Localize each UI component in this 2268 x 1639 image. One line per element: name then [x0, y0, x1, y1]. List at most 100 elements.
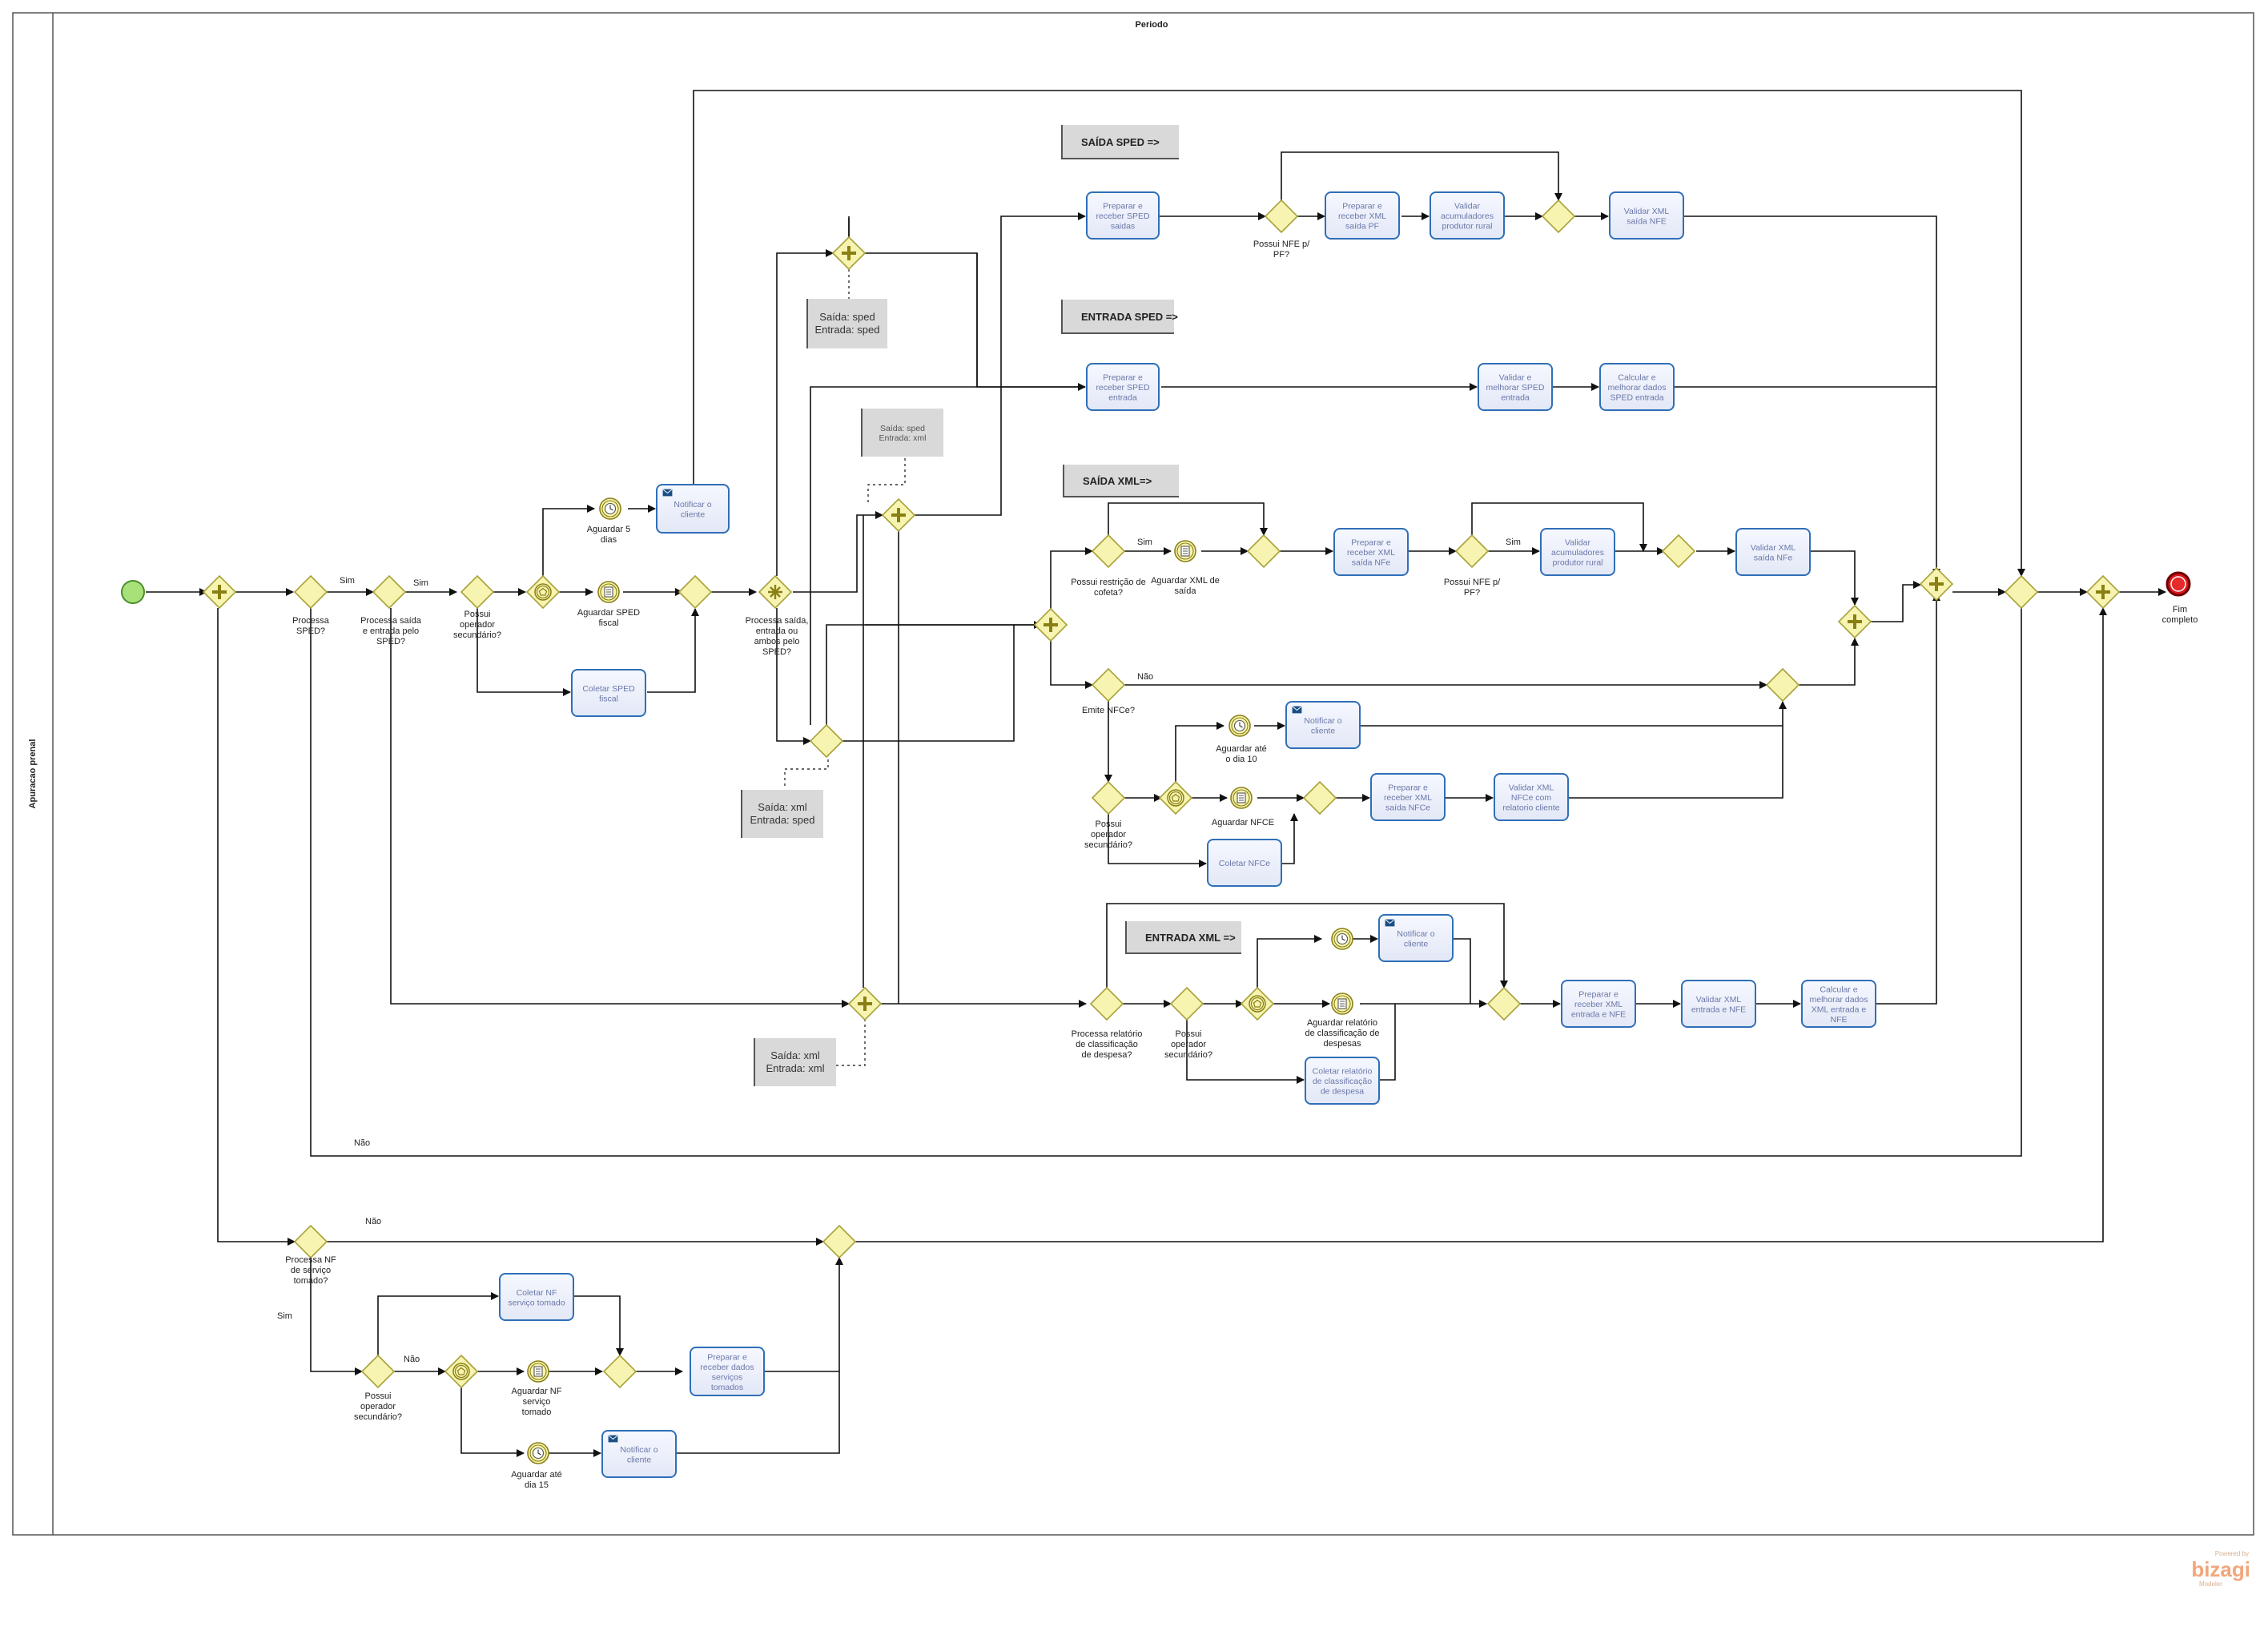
element-label: SPED?	[296, 626, 325, 636]
cond-sim-3: Sim	[1137, 538, 1152, 547]
event-aguardar-dia-10	[1228, 715, 1251, 737]
element-label: Aguardar 5	[587, 525, 630, 534]
gateways	[202, 199, 2121, 1389]
gw-parallel-ss	[831, 236, 867, 271]
gw-parallel-ex	[847, 986, 883, 1021]
element-label: Aguardar até	[1216, 744, 1267, 754]
element-label: Possui NFE p/	[1444, 578, 1501, 587]
task-label: serviço tomado	[508, 1298, 565, 1307]
gw-event-1	[525, 574, 561, 610]
gw-parallel-se	[881, 497, 916, 533]
task-label: Preparar e	[707, 1352, 747, 1362]
artifact-label: Entrada: sped	[815, 324, 880, 336]
event-aguardar-nfce	[1230, 787, 1253, 809]
element-label: secundário?	[354, 1412, 402, 1422]
element-label: secundário?	[453, 630, 501, 640]
task-label: cliente	[681, 509, 706, 519]
section-headers: SAÍDA SPED =>ENTRADA SPED =>SAÍDA XML=>E…	[1061, 125, 1241, 954]
task-label: de classificação	[1313, 1077, 1372, 1086]
task-label: Notificar o	[674, 500, 711, 509]
element-label: Emite NFCe?	[1082, 706, 1135, 715]
task-label: Preparar e	[1351, 538, 1391, 548]
envelope-icon	[662, 489, 673, 497]
start-event	[121, 580, 145, 604]
gw-parallel-xmlmerge	[1837, 604, 1872, 639]
cond-nao-2: Não	[354, 1138, 370, 1148]
element-label: tomado	[522, 1407, 552, 1417]
artifact-label: Entrada: sped	[750, 814, 815, 826]
element-label: despesas	[1323, 1039, 1361, 1049]
task-label: Preparar e	[1578, 990, 1619, 1000]
task-label: receber XML	[1347, 548, 1395, 558]
task-label: serviços	[712, 1372, 743, 1382]
element-label: secundário?	[1164, 1050, 1212, 1060]
element-label: Possui	[1175, 1029, 1201, 1039]
task-label: Validar XML	[1624, 207, 1670, 216]
gw-merge-final	[2004, 574, 2039, 610]
element-label: Aguardar até	[511, 1470, 562, 1480]
task-label: Preparar e	[1388, 783, 1428, 793]
element-label: operador	[1171, 1040, 1206, 1049]
gw-parallel-final	[1919, 566, 1954, 602]
task-label: Notificar o	[620, 1445, 657, 1455]
gw-restricao	[1091, 534, 1126, 569]
element-label: fiscal	[598, 618, 618, 628]
task-label: cliente	[1311, 726, 1336, 735]
task-coletar-nfce: Coletar NFCe	[1207, 839, 1282, 887]
brand-powered: Powered by	[2215, 1550, 2249, 1557]
end-event: Fim completo	[2162, 571, 2198, 625]
element-label: operador	[360, 1402, 396, 1411]
task-label: Coletar SPED	[582, 684, 635, 694]
element-label: PF?	[1464, 588, 1480, 598]
intermediate-events	[527, 497, 1353, 1464]
associations	[784, 269, 906, 1066]
end-event-label-1: Fim	[2173, 605, 2187, 614]
task-label: cliente	[1404, 939, 1429, 948]
gw-nfe-pf-2	[1454, 534, 1490, 569]
cond-nao-1: Não	[1137, 672, 1153, 682]
gw-merge-pf2	[1661, 534, 1696, 569]
element-label: Aguardar NFCE	[1212, 818, 1274, 828]
gw-complex	[758, 574, 793, 610]
bizagi-logo: Powered by bizagi Modeler	[2191, 1550, 2250, 1588]
task-label: entrada e NFE	[1571, 1010, 1626, 1020]
task-label: fiscal	[599, 694, 618, 703]
envelope-icon	[1292, 706, 1302, 714]
gw-merge-op4	[602, 1354, 637, 1389]
cond-sim-4: Sim	[1506, 538, 1521, 547]
event-aguardar-sped-fiscal	[597, 581, 620, 603]
task-label: Validar e	[1499, 373, 1532, 383]
element-label: Processa relatório	[1072, 1029, 1143, 1039]
task-label: SPED entrada	[1610, 393, 1663, 403]
task-label: Calcular e	[1618, 373, 1655, 383]
task-label: NFCe com	[1511, 793, 1551, 803]
task-label: Preparar e	[1103, 202, 1143, 211]
gw-operador-4	[360, 1354, 396, 1389]
task-label: Coletar relatório	[1313, 1067, 1373, 1077]
event-aguardar-dia-15	[527, 1442, 549, 1464]
gw-merge-rel	[1486, 986, 1522, 1021]
gw-operador-3	[1169, 986, 1204, 1021]
gw-parallel-xml	[1033, 607, 1068, 642]
task-label: Validar	[1565, 538, 1590, 548]
task-label: relatorio cliente	[1502, 803, 1559, 813]
element-label: cofeta?	[1094, 588, 1123, 598]
envelope-icon	[608, 1435, 618, 1443]
gw-emite-nfce	[1091, 667, 1126, 703]
element-label: Possui	[464, 610, 490, 619]
element-label: operador	[1091, 830, 1126, 840]
element-label: dias	[601, 535, 617, 545]
task-label: entrada e NFE	[1691, 1005, 1746, 1014]
